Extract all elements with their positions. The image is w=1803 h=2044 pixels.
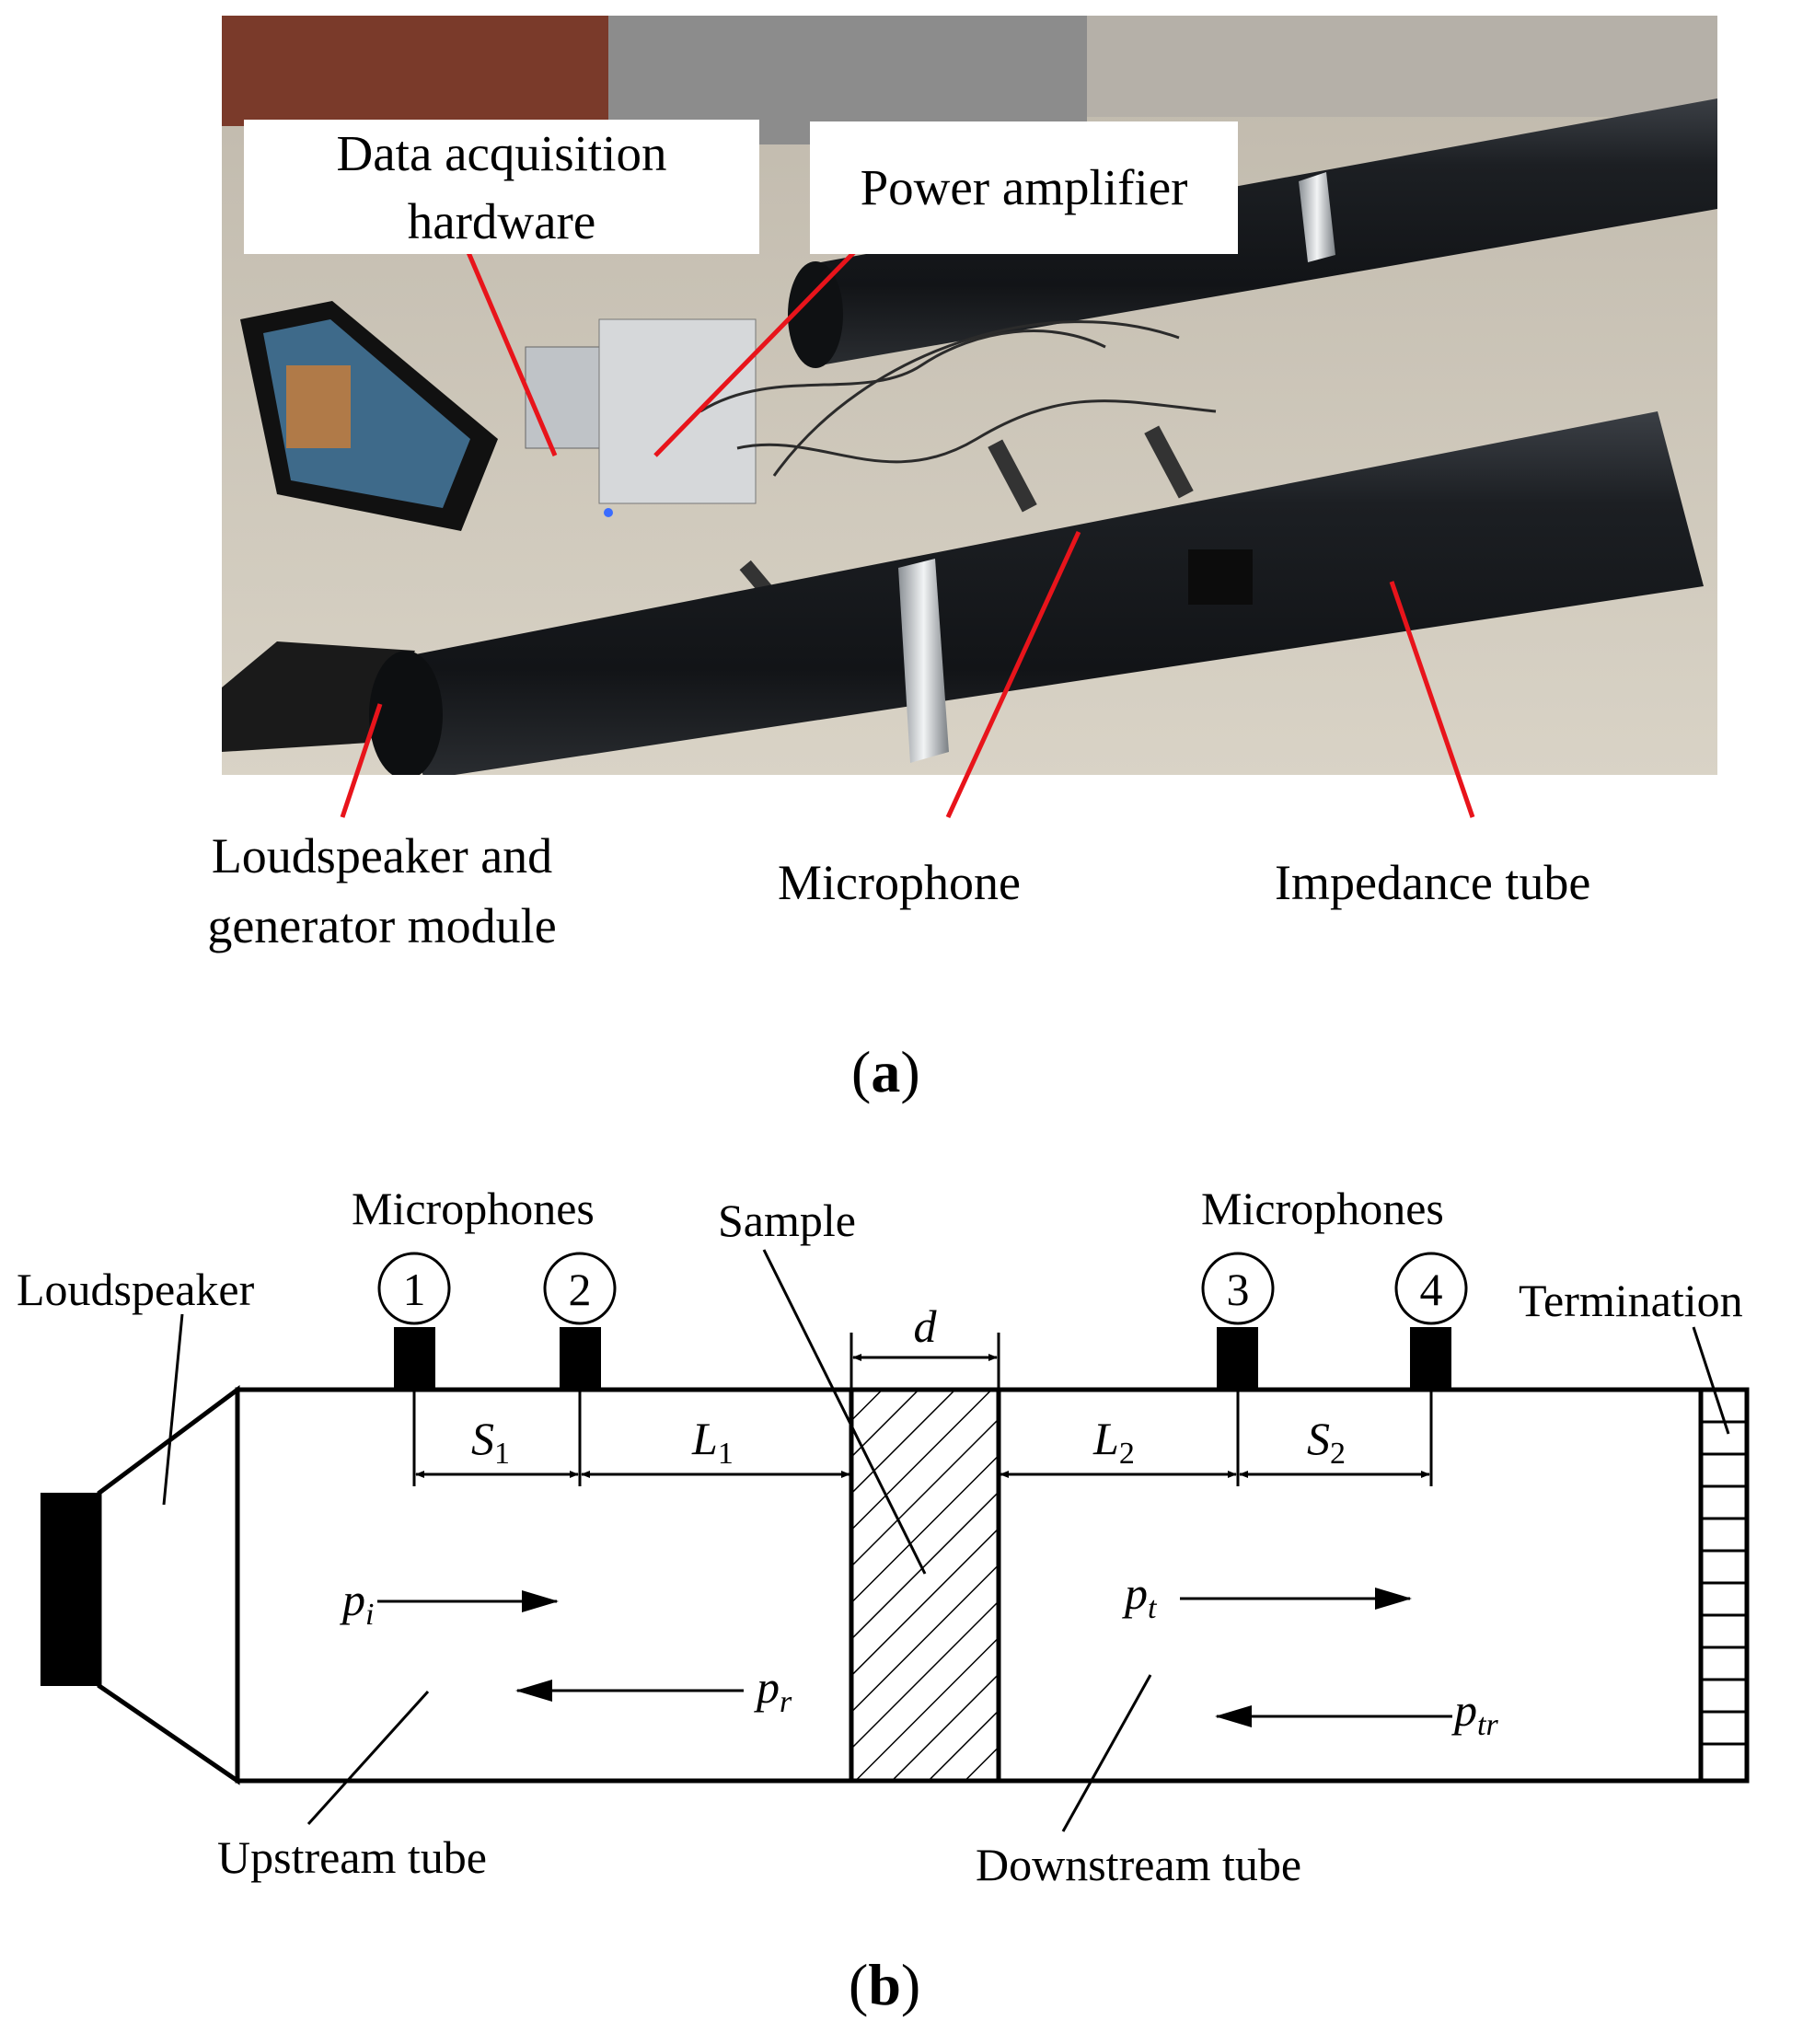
mic-3-number: 3: [1227, 1264, 1250, 1315]
panel-label-b-letter: b: [868, 1952, 901, 2017]
front-tube: [387, 411, 1704, 775]
caption-loudspeaker-line1: Loudspeaker and: [211, 828, 553, 883]
impedance-tube-schematic: 1 2 3 4 S1 L1 L2 S2 d Loudspeaker Microp…: [17, 1183, 1750, 1890]
mic-1-number: 1: [403, 1264, 426, 1315]
wave-pi: pi: [340, 1574, 374, 1632]
panel-label-a-letter: a: [871, 1039, 901, 1104]
label-termination: Termination: [1519, 1275, 1743, 1326]
mic-3-body: [1217, 1327, 1258, 1390]
wave-ptr: ptr: [1451, 1684, 1498, 1742]
mic-4-body: [1410, 1327, 1451, 1390]
mic-2-body: [560, 1327, 601, 1390]
mic-1-body: [394, 1327, 435, 1390]
mic-upper-right: [1144, 425, 1194, 499]
dim-s2: S2: [1307, 1413, 1346, 1471]
callout-daq: Data acquisition hardware: [244, 120, 759, 254]
tube-support: [1188, 549, 1253, 605]
wall-shelf: [222, 16, 608, 126]
mic-2-number: 2: [569, 1264, 592, 1315]
wave-pt: pt: [1122, 1567, 1158, 1625]
dimension-arrows: [415, 1354, 1430, 1478]
termination-block: [1698, 1387, 1750, 1784]
leader-loudspeaker: [340, 703, 383, 818]
dim-d: d: [914, 1300, 938, 1352]
dimension-extension-lines: [412, 1333, 1433, 1486]
label-downstream-tube: Downstream tube: [976, 1839, 1301, 1890]
front-tube-end: [369, 651, 443, 775]
caption-loudspeaker-line2: generator module: [207, 898, 557, 953]
termination-ribs: [1701, 1420, 1747, 1746]
loudspeaker-magnet: [40, 1493, 99, 1686]
label-leaders: [162, 1249, 1730, 1832]
back-wall: [1087, 16, 1717, 117]
label-sample: Sample: [718, 1195, 856, 1246]
mic-2-circle: [543, 1252, 617, 1325]
panel-label-b: (b): [849, 1952, 921, 2017]
photo-leaders: [340, 248, 1475, 819]
panel-label-a: (a): [851, 1039, 920, 1104]
back-tube-ring: [1299, 172, 1335, 262]
cable-1: [699, 329, 1106, 413]
caption-impedance-tube: Impedance tube: [1275, 855, 1591, 910]
back-tube: [811, 98, 1717, 365]
label-loudspeaker: Loudspeaker: [17, 1264, 255, 1315]
keyboard: [222, 641, 415, 752]
amplifier-box: [598, 318, 757, 504]
caption-microphone: Microphone: [778, 855, 1021, 910]
wave-pr: pr: [754, 1661, 792, 1719]
mic-upper-left: [988, 439, 1037, 513]
callout-daq-line1: Data acquisition: [336, 125, 667, 181]
callout-amplifier: Power amplifier: [810, 121, 1238, 254]
dim-l1: L1: [691, 1413, 734, 1471]
sample-block: [849, 1387, 1001, 1784]
caption-loudspeaker: Loudspeaker and generator module: [179, 821, 584, 961]
leader-amplifier: [653, 248, 858, 457]
cable-3: [772, 320, 1180, 477]
dim-s1: S1: [471, 1413, 510, 1471]
back-tube-end: [788, 261, 843, 368]
mic-3-circle: [1201, 1252, 1275, 1325]
cable-2: [736, 399, 1217, 464]
front-tube-ring: [898, 559, 949, 763]
mic-4-circle: [1394, 1252, 1468, 1325]
monitor-window: [286, 365, 351, 448]
callout-daq-line2: hardware: [407, 193, 596, 249]
label-microphones-right: Microphones: [1201, 1183, 1444, 1234]
dim-l2: L2: [1092, 1413, 1135, 1471]
leader-impedance-tube: [1389, 581, 1475, 818]
label-microphones-left: Microphones: [352, 1183, 595, 1234]
leader-microphone: [945, 530, 1081, 819]
leader-daq: [465, 249, 558, 456]
label-upstream-tube: Upstream tube: [217, 1831, 487, 1883]
mic-1-circle: [377, 1252, 451, 1325]
power-led: [604, 508, 613, 517]
mic-4-number: 4: [1420, 1264, 1443, 1315]
